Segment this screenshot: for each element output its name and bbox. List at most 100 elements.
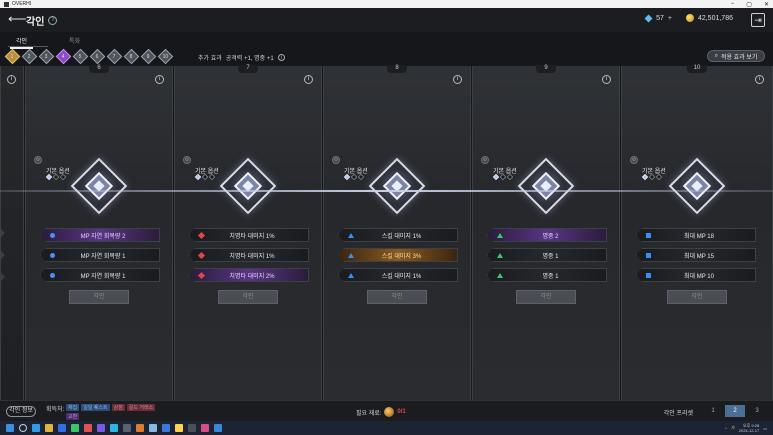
- preset-button[interactable]: 2: [725, 405, 745, 417]
- option-row[interactable]: 스킬 대미지 1%: [338, 228, 458, 242]
- option-row[interactable]: 스킬 대미지 1%: [338, 268, 458, 282]
- circle-icon: [50, 272, 55, 278]
- stage-node[interactable]: 2: [21, 48, 38, 65]
- engrave-emblem[interactable]: [70, 157, 128, 215]
- app-icon[interactable]: [162, 424, 170, 432]
- engrave-button[interactable]: 각인: [516, 290, 576, 304]
- acquire-source-tag[interactable]: 채집: [66, 404, 80, 411]
- tab-bar: 각인 특화: [10, 34, 86, 49]
- lock-icon[interactable]: ⊙: [630, 156, 638, 164]
- arrow-icon: [1, 229, 5, 237]
- slot-diamond-icon: [655, 173, 663, 181]
- lock-icon[interactable]: ⊙: [481, 156, 489, 164]
- info-icon[interactable]: i: [304, 75, 313, 84]
- store-icon[interactable]: [58, 424, 66, 432]
- stage-node[interactable]: 4: [55, 48, 72, 65]
- stage-node[interactable]: 5: [72, 48, 89, 65]
- app-icon[interactable]: [201, 424, 209, 432]
- start-icon[interactable]: [6, 424, 14, 432]
- engrave-info-button[interactable]: 각인 정보: [6, 406, 36, 417]
- option-row[interactable]: 최대 MP 15: [636, 248, 756, 262]
- stage-node[interactable]: 8: [123, 48, 140, 65]
- app-icon[interactable]: [136, 424, 144, 432]
- acquire-source-tag[interactable]: 길드 거래소: [126, 404, 156, 411]
- page-title: 각인: [26, 16, 45, 28]
- back-arrow-icon[interactable]: ⟵: [8, 11, 27, 26]
- option-row[interactable]: 스킬 대미지 3%: [338, 248, 458, 262]
- file-explorer-icon[interactable]: [45, 424, 53, 432]
- option-row[interactable]: MP 자연 회복량 2: [40, 228, 160, 242]
- messenger-icon[interactable]: [71, 424, 79, 432]
- info-icon[interactable]: i: [453, 75, 462, 84]
- engrave-button[interactable]: 각인: [667, 290, 727, 304]
- preset-button[interactable]: 3: [755, 408, 759, 414]
- engrave-emblem[interactable]: [368, 157, 426, 215]
- stage-node[interactable]: 9: [140, 48, 157, 65]
- app-icon[interactable]: [97, 424, 105, 432]
- preset-button[interactable]: 1: [711, 408, 715, 414]
- lock-icon[interactable]: ⊙: [183, 156, 191, 164]
- panel-number: 9: [536, 65, 556, 73]
- option-row[interactable]: 치명타 대미지 1%: [189, 228, 309, 242]
- option-row[interactable]: 치명타 대미지 1%: [189, 248, 309, 262]
- acquire-source-tag[interactable]: 상점: [111, 404, 125, 411]
- edge-icon[interactable]: [32, 424, 40, 432]
- option-row[interactable]: MP 자연 회복량 1: [40, 268, 160, 282]
- engrave-emblem[interactable]: [219, 157, 277, 215]
- material-icon[interactable]: [384, 407, 395, 417]
- option-row[interactable]: 명중 1: [487, 268, 607, 282]
- add-gem-icon[interactable]: +: [667, 14, 672, 22]
- engrave-button[interactable]: 각인: [367, 290, 427, 304]
- engrave-emblem[interactable]: [517, 157, 575, 215]
- notification-icon[interactable]: ▭: [763, 425, 767, 431]
- engrave-button[interactable]: 각인: [69, 290, 129, 304]
- option-row[interactable]: MP 자연 회복량 1: [40, 248, 160, 262]
- bottom-bar: 각인 정보 획득처: 채집 일일 퀘스트 상점 길드 거래소 교환 필요 재료:…: [0, 400, 773, 421]
- game-app-icon[interactable]: [188, 424, 196, 432]
- engrave-button[interactable]: 각인: [218, 290, 278, 304]
- tray-chevron-icon[interactable]: ^: [725, 425, 728, 431]
- info-icon[interactable]: i: [155, 75, 164, 84]
- info-icon[interactable]: i: [7, 75, 16, 84]
- option-row[interactable]: 최대 MP 18: [636, 228, 756, 242]
- engrave-emblem[interactable]: [668, 157, 726, 215]
- stage-progress: 1 2 3 4 5 6 7 8 9 10: [4, 48, 174, 65]
- app-icon: [4, 1, 9, 7]
- acquire-source-tag[interactable]: 교환: [66, 413, 80, 420]
- game-header: ⟵ 각인 ? 57 + 42,501,786 ⇥: [0, 8, 773, 32]
- minimize-icon[interactable]: −: [730, 0, 735, 7]
- stage-node[interactable]: 1: [4, 48, 21, 65]
- app-icon[interactable]: [214, 424, 222, 432]
- base-option-slots: [194, 173, 216, 181]
- info-icon[interactable]: i: [277, 54, 285, 61]
- tab-engrave[interactable]: 각인: [10, 34, 34, 49]
- preset-label: 각인 프리셋: [663, 411, 693, 417]
- option-row[interactable]: 명중 2: [487, 228, 607, 242]
- search-icon[interactable]: [19, 424, 27, 432]
- tab-specialization[interactable]: 특화: [69, 39, 81, 45]
- option-row[interactable]: 최대 MP 10: [636, 268, 756, 282]
- stage-node[interactable]: 7: [106, 48, 123, 65]
- help-icon[interactable]: ?: [48, 15, 58, 25]
- language-indicator[interactable]: 가: [731, 425, 735, 430]
- acquire-source-tag[interactable]: 일일 퀘스트: [81, 404, 110, 411]
- lock-icon[interactable]: ⊙: [332, 156, 340, 164]
- stage-node[interactable]: 3: [38, 48, 55, 65]
- app-icon[interactable]: [84, 424, 92, 432]
- app-icon[interactable]: [110, 424, 118, 432]
- option-row[interactable]: 치명타 대미지 2%: [189, 268, 309, 282]
- stage-node[interactable]: 10: [157, 48, 174, 65]
- app-icon[interactable]: [123, 424, 131, 432]
- stage-node[interactable]: 6: [89, 48, 106, 65]
- view-applied-effects-button[interactable]: ⌕ 적용 효과 보기: [707, 50, 765, 62]
- lock-icon[interactable]: ⊙: [34, 156, 42, 164]
- exit-icon[interactable]: ⇥: [751, 13, 765, 27]
- clock[interactable]: 오후 9:28 2024-12-17: [738, 423, 760, 433]
- maximize-icon[interactable]: ▢: [746, 1, 752, 8]
- app-icon[interactable]: [175, 424, 183, 432]
- close-icon[interactable]: ✕: [763, 1, 769, 8]
- info-icon[interactable]: i: [602, 75, 611, 84]
- option-row[interactable]: 명중 1: [487, 248, 607, 262]
- app-icon[interactable]: [149, 424, 157, 432]
- info-icon[interactable]: i: [755, 75, 764, 84]
